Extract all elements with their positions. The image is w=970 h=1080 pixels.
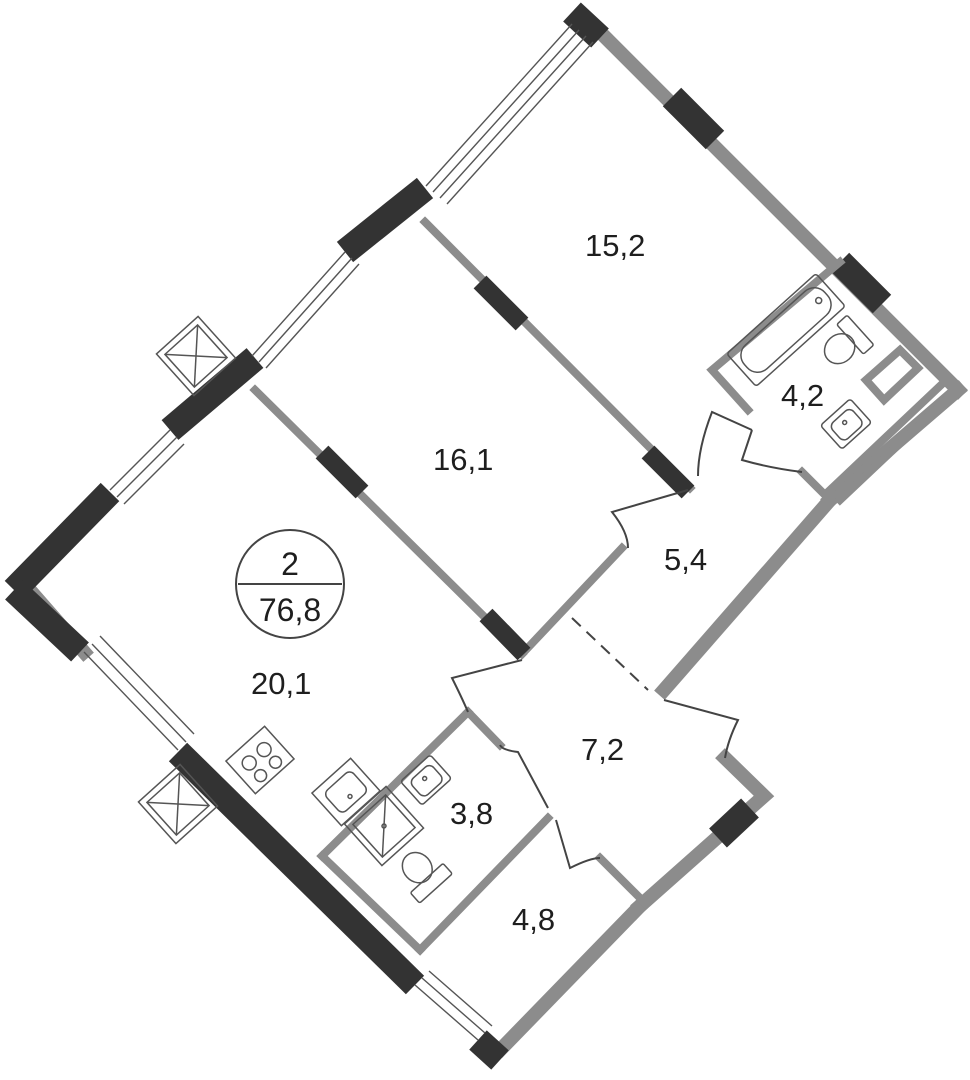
bath-sink-icon (400, 755, 452, 805)
room-area-corridor: 5,4 (664, 542, 708, 577)
room-area-storage: 4,8 (512, 902, 556, 937)
stove-icon (224, 725, 296, 795)
apartment-badge (235, 529, 345, 639)
kitchen-sink-icon (310, 757, 382, 827)
inner-wall-dark-pieces (315, 275, 695, 661)
toilet-icon (823, 315, 874, 365)
room-area-bathroom-bottom: 3,8 (450, 796, 494, 831)
room-area-bedroom-top: 15,2 (585, 228, 646, 263)
rooms-count: 2 (281, 546, 299, 582)
sink-icon (820, 399, 872, 449)
structural-walls (4, 2, 892, 1070)
zone-divider (571, 617, 649, 691)
room-area-bathroom-top: 4,2 (781, 378, 825, 413)
windows (83, 23, 594, 1041)
room-area-hall: 7,2 (581, 732, 625, 767)
doors (450, 410, 803, 870)
room-area-bedroom-middle: 16,1 (433, 442, 494, 477)
vent-box-icon (137, 763, 219, 845)
shower-icon (343, 785, 425, 867)
room-area-living-kitchen: 20,1 (251, 666, 312, 701)
toilet-icon-bottom (401, 851, 453, 904)
bathtub-icon (727, 273, 845, 387)
total-area: 76,8 (258, 592, 322, 628)
outer-walls (18, 18, 968, 1058)
vent-box-icon (155, 315, 237, 397)
